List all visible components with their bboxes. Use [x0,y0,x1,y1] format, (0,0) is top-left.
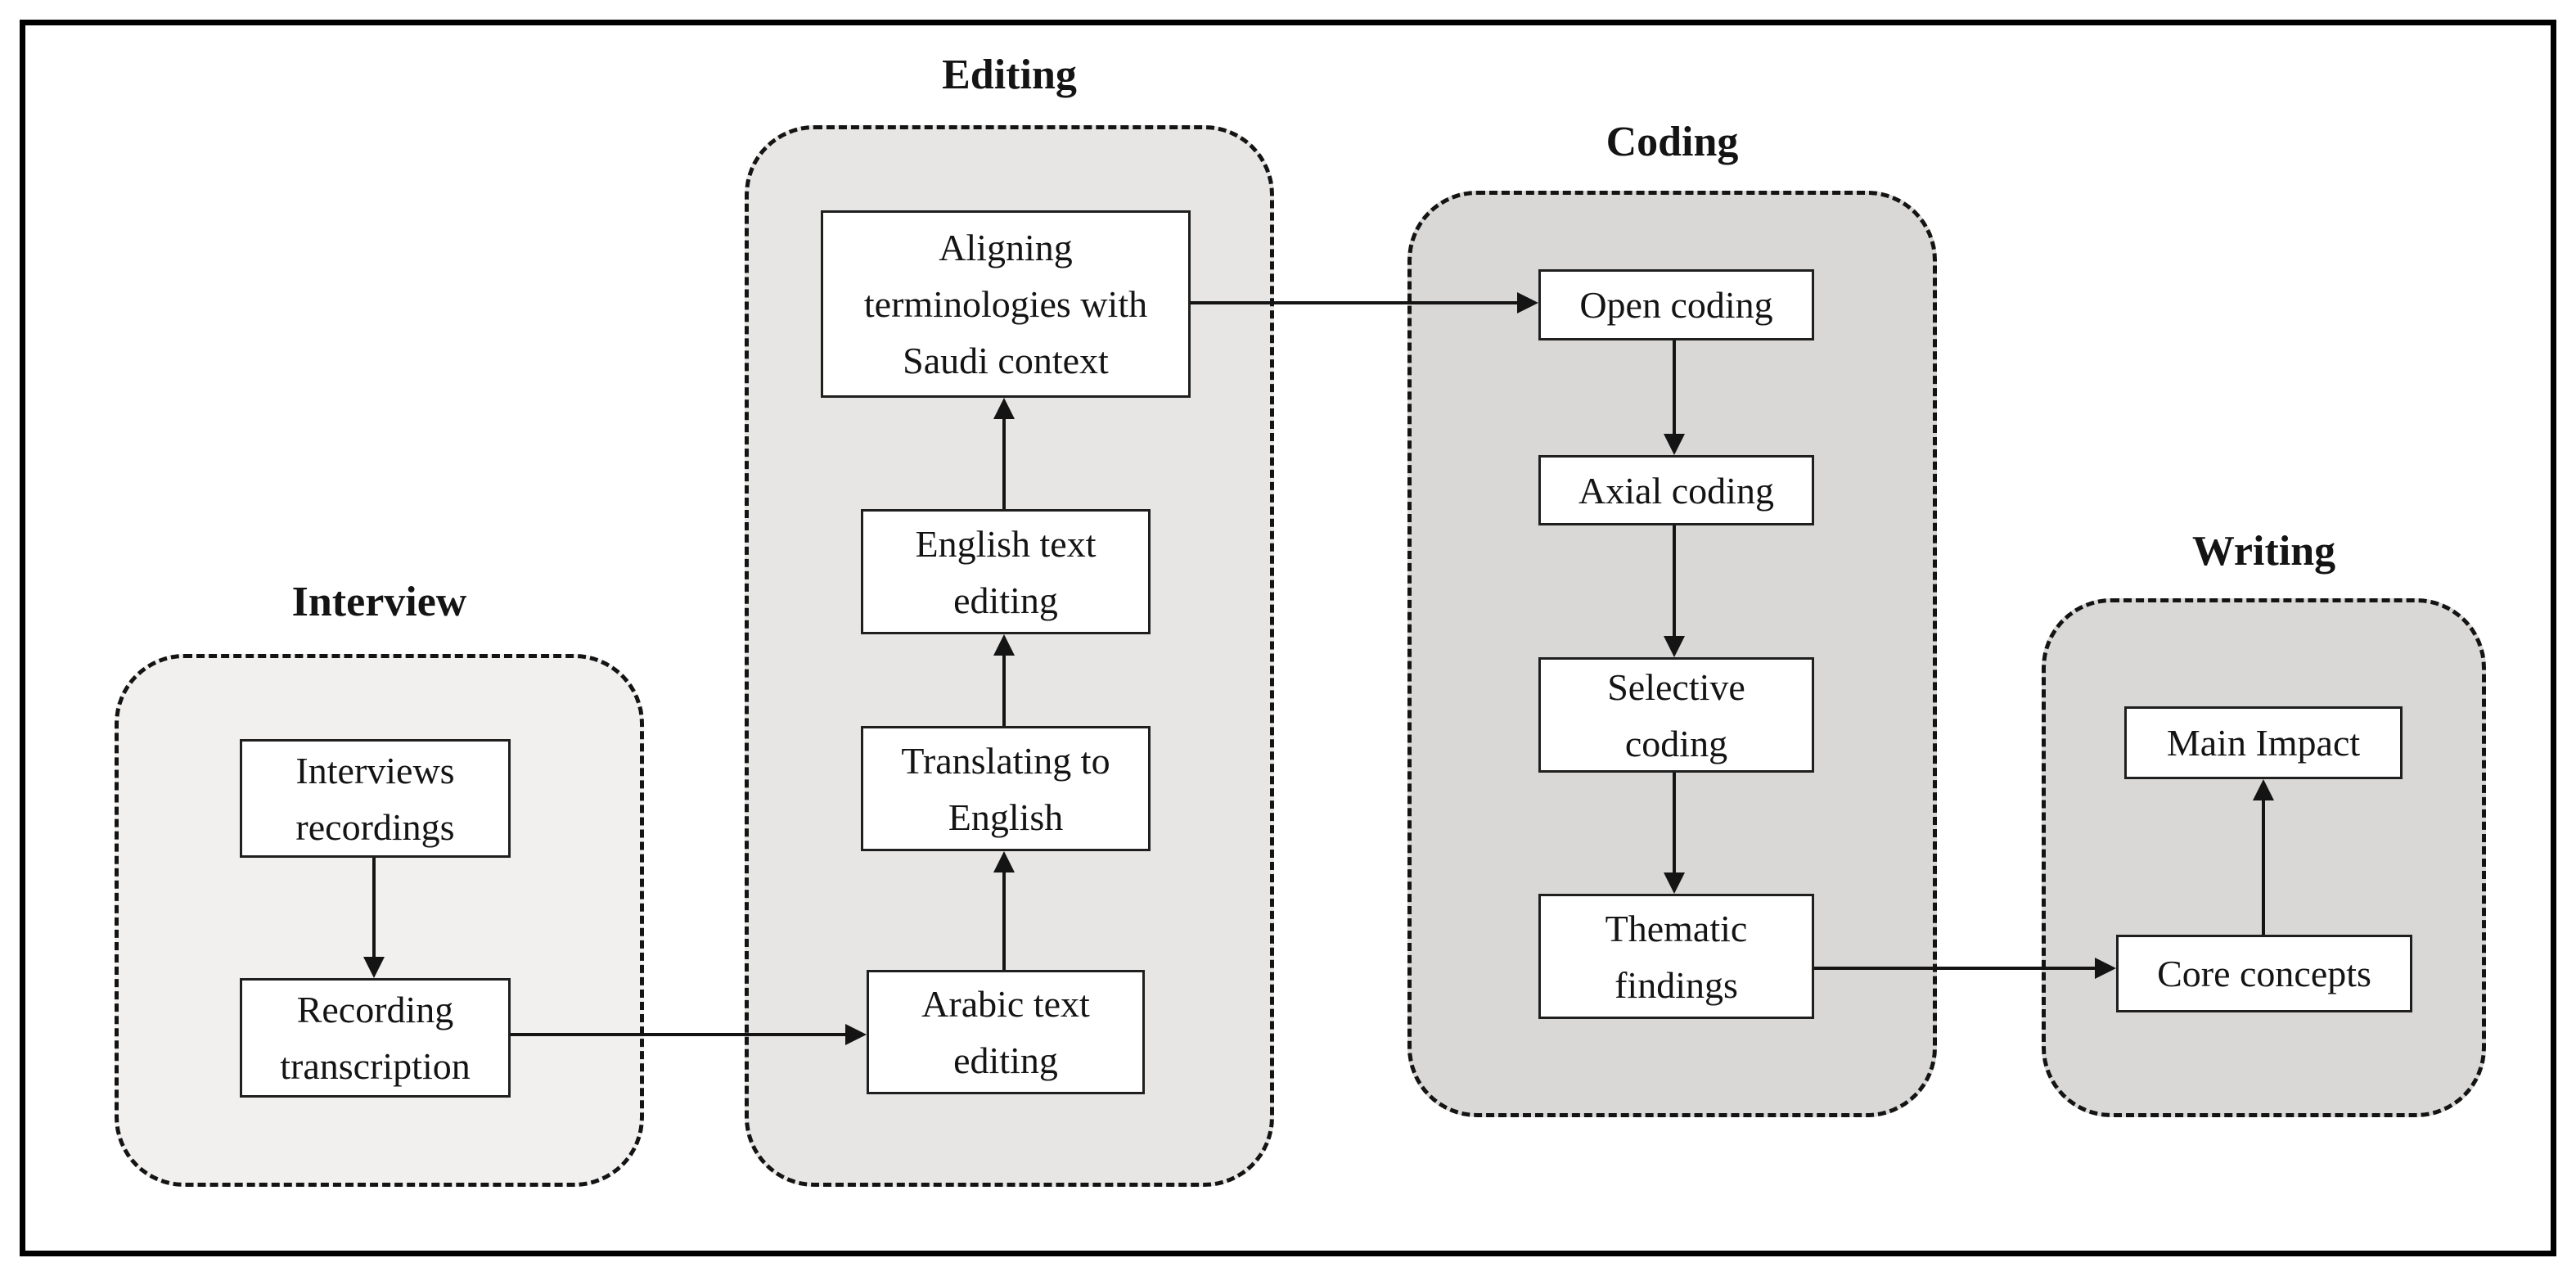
arrow-recordings-to-transcription-head [363,957,385,978]
node-aligning-terminologies: Aligning terminologies with Saudi contex… [821,210,1191,398]
arrow-selective-to-thematic-line [1673,773,1676,872]
arrow-thematic-to-core-line [1814,967,2095,970]
arrow-aligning-to-open-head [1517,292,1538,313]
arrow-axial-to-selective-head [1664,636,1685,657]
arrow-translating-to-english-line [1002,656,1006,726]
arrow-english-to-aligning-head [993,398,1015,419]
group-label-editing: Editing [942,52,1077,98]
node-axial-coding: Axial coding [1538,455,1814,525]
arrow-open-to-axial-head [1664,434,1685,455]
arrow-thematic-to-core-head [2095,958,2116,979]
outer-frame [20,20,2556,1256]
node-thematic-findings: Thematic findings [1538,894,1814,1019]
arrow-core-to-impact-head [2253,779,2274,800]
group-interview [115,654,644,1187]
arrow-arabic-to-translating-line [1002,872,1006,970]
node-main-impact: Main Impact [2124,706,2403,779]
node-selective-coding: Selective coding [1538,657,1814,773]
group-label-coding: Coding [1605,119,1739,165]
node-translating-to-english: Translating to English [861,726,1151,851]
arrow-transcription-to-arabic-head [845,1024,867,1045]
node-recording-transcription: Recording transcription [240,978,511,1098]
arrow-axial-to-selective-line [1673,525,1676,636]
group-label-writing: Writing [2191,528,2336,575]
arrow-aligning-to-open-line [1191,301,1517,304]
node-open-coding: Open coding [1538,269,1814,340]
arrow-selective-to-thematic-head [1664,872,1685,894]
arrow-translating-to-english-head [993,634,1015,656]
node-arabic-text-editing: Arabic text editing [867,970,1145,1094]
arrow-open-to-axial-line [1673,340,1676,434]
node-core-concepts: Core concepts [2116,935,2412,1012]
node-english-text-editing: English text editing [861,509,1151,634]
arrow-core-to-impact-line [2262,800,2265,935]
group-label-interview: Interview [291,579,467,625]
node-interviews-recordings: Interviews recordings [240,739,511,858]
arrow-recordings-to-transcription-line [372,858,376,958]
arrow-arabic-to-translating-head [993,851,1015,872]
arrow-english-to-aligning-line [1002,419,1006,509]
arrow-transcription-to-arabic-line [511,1033,845,1036]
